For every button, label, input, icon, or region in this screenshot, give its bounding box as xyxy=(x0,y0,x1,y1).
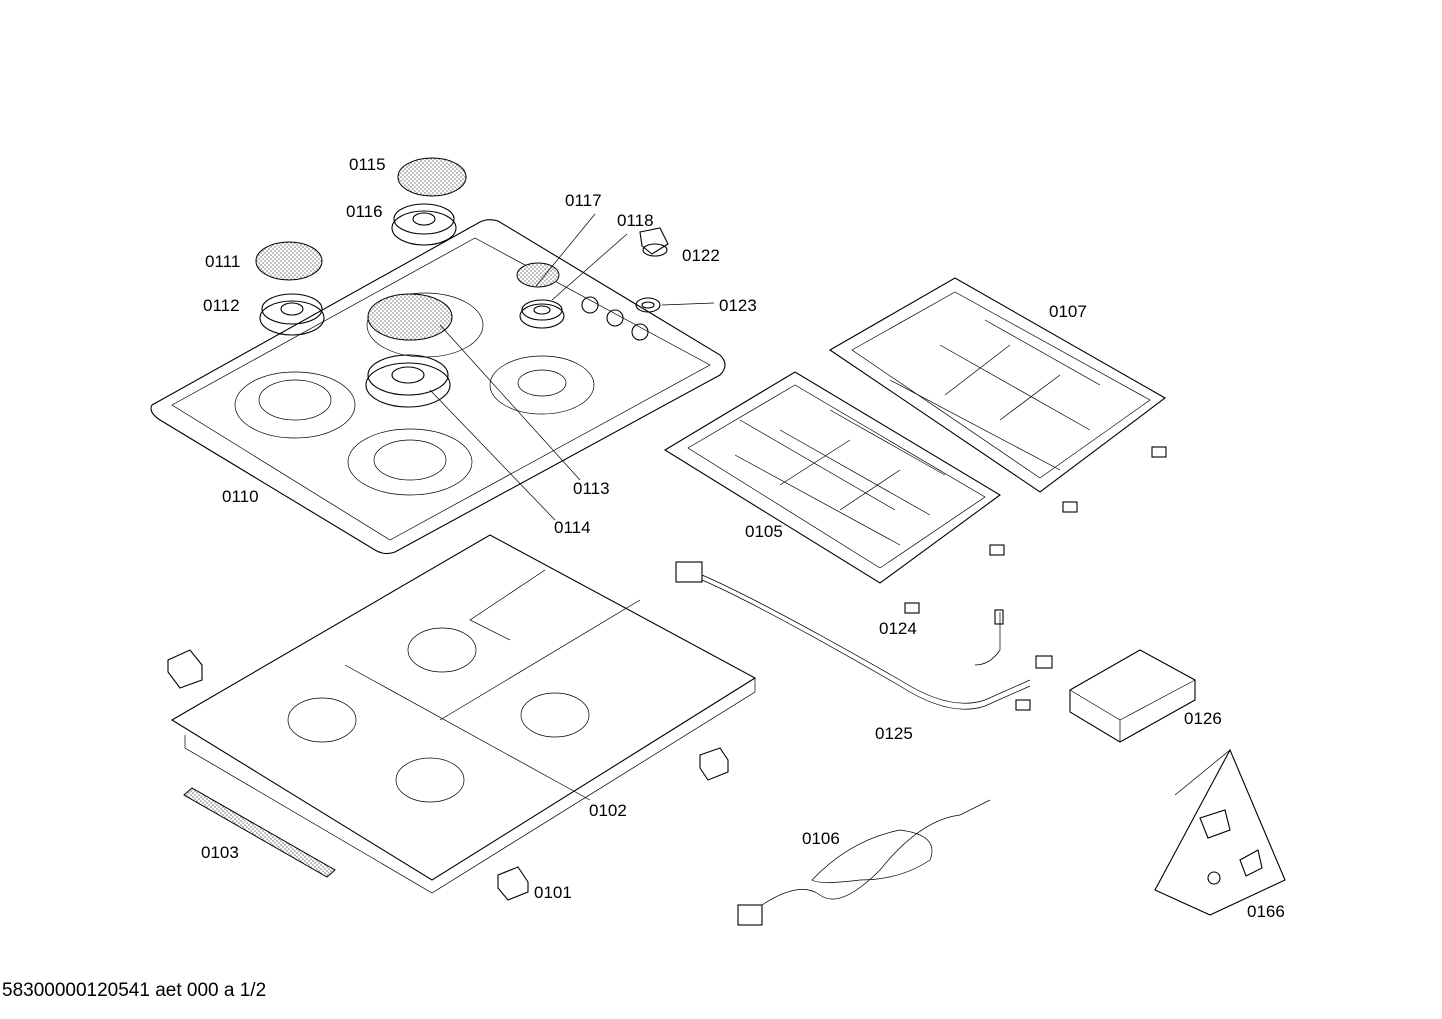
power-cable xyxy=(737,799,991,926)
label-0106: 0106 xyxy=(802,829,840,848)
label-0122: 0122 xyxy=(682,246,720,265)
label-0113: 0113 xyxy=(573,479,610,498)
label-0111: 0111 xyxy=(205,252,240,271)
control-knob xyxy=(639,227,669,257)
label-0116: 0116 xyxy=(346,202,383,221)
hob-base-tray xyxy=(170,534,757,894)
label-0105: 0105 xyxy=(745,522,783,541)
label-0125: 0125 xyxy=(875,724,913,743)
label-0112: 0112 xyxy=(203,296,240,315)
part-labels: 0101 0102 0103 0105 0106 0107 0110 0111 … xyxy=(201,155,1285,921)
document-footer: 58300000120541 aet 000 a 1/2 xyxy=(2,980,267,1001)
label-0114: 0114 xyxy=(554,518,591,537)
injector-bag xyxy=(1154,748,1286,916)
label-0117: 0117 xyxy=(565,191,602,210)
fixing-clip-right xyxy=(699,747,729,781)
burner-cap-small xyxy=(516,262,560,288)
wiring-harness xyxy=(675,561,1053,711)
fixing-clip-front xyxy=(497,866,529,901)
label-0118: 0118 xyxy=(617,211,654,230)
burner-head-large xyxy=(365,354,451,408)
hob-top-plate xyxy=(150,219,726,555)
burner-head-left xyxy=(259,293,325,336)
label-0115: 0115 xyxy=(349,155,386,174)
label-0107: 0107 xyxy=(1049,302,1087,321)
label-0126: 0126 xyxy=(1184,709,1222,728)
fixing-clip-left xyxy=(167,649,203,689)
label-0123: 0123 xyxy=(719,296,757,315)
leader-lines xyxy=(429,213,715,521)
burner-head-small xyxy=(519,299,565,329)
burner-cap-left xyxy=(255,241,323,281)
label-0102: 0102 xyxy=(589,801,627,820)
label-0110: 0110 xyxy=(222,487,259,506)
ignition-module xyxy=(1069,649,1196,743)
label-0124: 0124 xyxy=(879,619,917,638)
label-0166: 0166 xyxy=(1247,902,1285,921)
seal-strip xyxy=(183,787,336,878)
burner-cap-large xyxy=(367,293,453,341)
knob-ring xyxy=(635,297,661,313)
burner-head-rear xyxy=(391,203,457,246)
rubber-feet xyxy=(904,446,1167,614)
burner-cap-rear xyxy=(397,157,467,197)
label-0103: 0103 xyxy=(201,843,239,862)
label-0101: 0101 xyxy=(534,883,572,902)
pan-support-right xyxy=(828,277,1166,493)
pan-support-left xyxy=(663,371,1001,584)
